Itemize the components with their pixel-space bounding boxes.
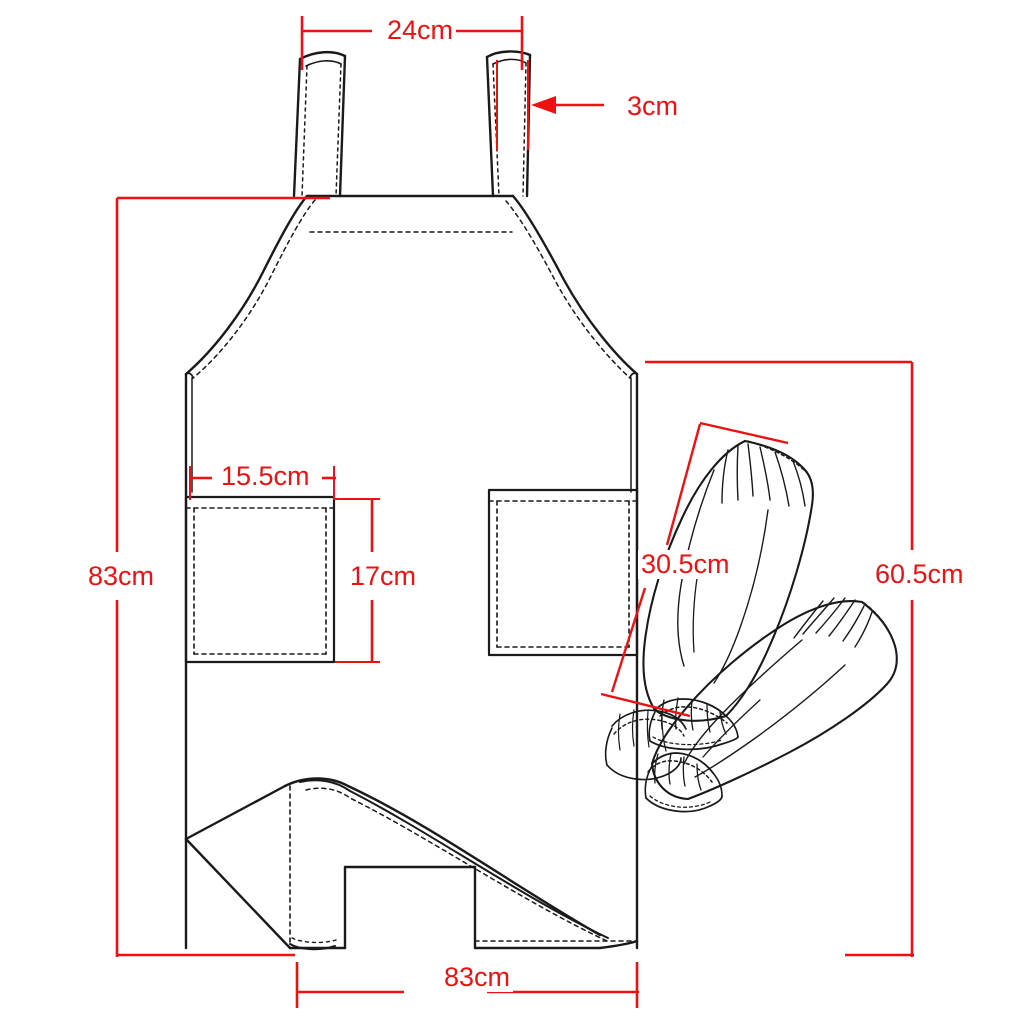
bib-right-armhole (511, 194, 639, 376)
dim-3cm-lines (496, 60, 604, 150)
dimension-label-sleeve-length: 60.5cm (872, 560, 967, 589)
dimension-label-strap-width: 3cm (624, 92, 682, 121)
bib-left-armhole (184, 194, 309, 376)
dimension-label-pocket-height: 17cm (347, 562, 420, 591)
body-armhole-cap-right (629, 372, 638, 379)
dimension-label-pocket-width: 15.5cm (218, 462, 313, 491)
dim-30p5cm-lines (600, 421, 789, 718)
dimension-label-apron-height: 83cm (85, 562, 158, 591)
dim-15p5cm-lines (189, 466, 336, 500)
sleeve-lower (644, 597, 898, 813)
sleeve-upper (642, 439, 814, 751)
right-strap (485, 50, 532, 198)
right-pocket (487, 488, 639, 657)
dim-83cm-horizontal-lines (295, 962, 639, 1008)
body-armhole-cap-left (185, 372, 194, 379)
dimension-label-strap-span: 24cm (384, 16, 457, 45)
left-strap (292, 51, 347, 198)
dim-83cm-vertical-lines (115, 196, 330, 957)
bib-left-armhole-stitch (192, 199, 316, 379)
dimension-lines (115, 16, 914, 1008)
apron-line-art (184, 50, 639, 951)
bib-right-armhole-stitch (505, 200, 631, 379)
dim-17cm-lines (335, 498, 380, 663)
waist-ties (184, 777, 639, 951)
dim-24cm-lines (300, 16, 524, 70)
dimension-label-apron-width: 83cm (441, 963, 514, 992)
sleeve-cuff-overlap (604, 709, 687, 781)
dim-60p5cm-lines (645, 360, 914, 957)
sleeve-covers-illustration (604, 439, 898, 813)
left-pocket (184, 495, 336, 664)
dimension-label-sleeve-width: 30.5cm (638, 550, 733, 579)
